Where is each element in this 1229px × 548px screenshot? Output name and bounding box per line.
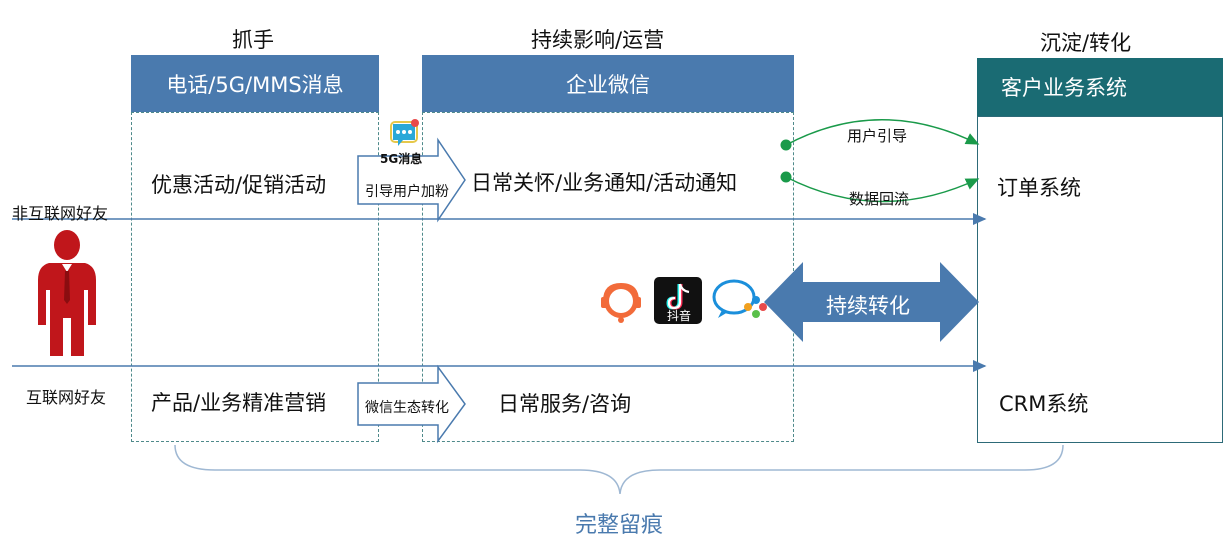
row2-hollow-arrow — [357, 364, 466, 444]
user-guide-curve — [785, 119, 980, 146]
header-grab: 电话/5G/MMS消息 — [131, 55, 379, 112]
wecom-icon — [712, 279, 767, 318]
msg5g-icon — [390, 119, 419, 146]
footer-title: 完整留痕 — [575, 513, 664, 538]
section-title-operate: 持续影响/运营 — [531, 28, 665, 52]
row1-convert-text: 订单系统 — [997, 176, 1081, 200]
douyin-icon — [654, 277, 702, 324]
header-convert: 客户业务系统 — [977, 58, 1223, 116]
row1-grab-text: 优惠活动/促销活动 — [151, 173, 327, 197]
convert-column — [977, 116, 1223, 443]
row2-grab-text: 产品/业务精准营销 — [151, 391, 327, 415]
person-icon — [38, 230, 96, 356]
user-guide-label: 用户引导 — [847, 127, 908, 145]
douyin-label: 抖音 — [667, 309, 692, 323]
row1-hollow-arrow — [357, 137, 466, 223]
row2-operate-text: 日常服务/咨询 — [498, 392, 632, 416]
row1-arrow-label: 引导用户加粉 — [365, 184, 449, 200]
row2-convert-text: CRM系统 — [999, 392, 1089, 416]
grab-column — [131, 112, 379, 442]
continuous-conversion-arrow — [764, 262, 979, 342]
msg5g-label: 5G消息 — [380, 152, 423, 166]
continuous-conversion-label: 持续转化 — [826, 294, 910, 318]
non-internet-label: 非互联网好友 — [12, 204, 109, 223]
section-title-convert: 沉淀/转化 — [1040, 31, 1132, 55]
header-operate: 企业微信 — [422, 55, 794, 112]
section-title-grab: 抓手 — [232, 28, 274, 52]
data-return-label: 数据回流 — [849, 190, 910, 208]
data-return-curve — [785, 176, 980, 203]
row1-operate-text: 日常关怀/业务通知/活动通知 — [471, 171, 738, 195]
internet-label: 互联网好友 — [26, 388, 107, 407]
footer-brace — [174, 444, 1064, 495]
customer-service-icon — [597, 277, 645, 325]
row2-arrow-label: 微信生态转化 — [365, 400, 449, 416]
